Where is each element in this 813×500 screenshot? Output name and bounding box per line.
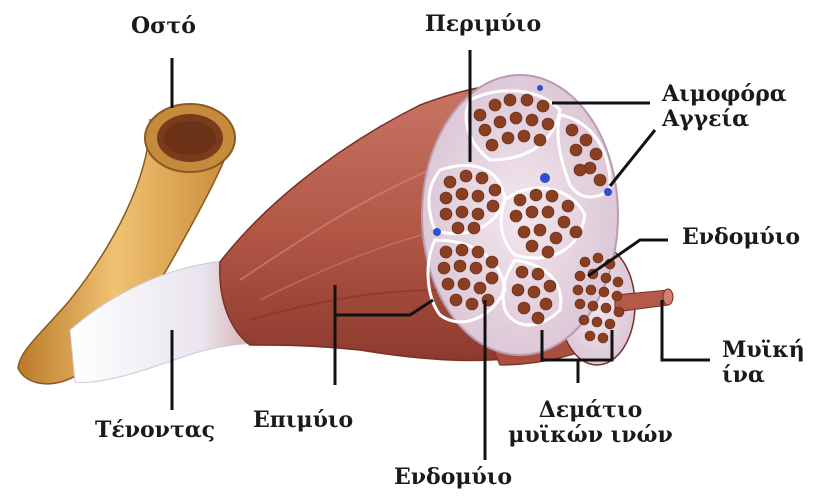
muscle-cross-section	[422, 75, 618, 355]
bone-label: Οστό	[131, 14, 196, 39]
endomysium-bottom-label: Ενδομύιο	[394, 465, 512, 490]
fascicle-label: Δεμάτιο μυϊκών ινών	[503, 398, 678, 449]
tendon-label: Τένοντας	[95, 418, 215, 443]
blood-vessels-label: Αιμοφόρα Αγγεία	[662, 82, 802, 133]
endomysium-right-label: Ενδομύιο	[682, 225, 800, 250]
epimysium-label: Επιμύιο	[253, 408, 353, 433]
muscle-fiber-label: Μυϊκή ίνα	[722, 338, 812, 389]
perimysium-label: Περιμύιο	[425, 12, 541, 37]
